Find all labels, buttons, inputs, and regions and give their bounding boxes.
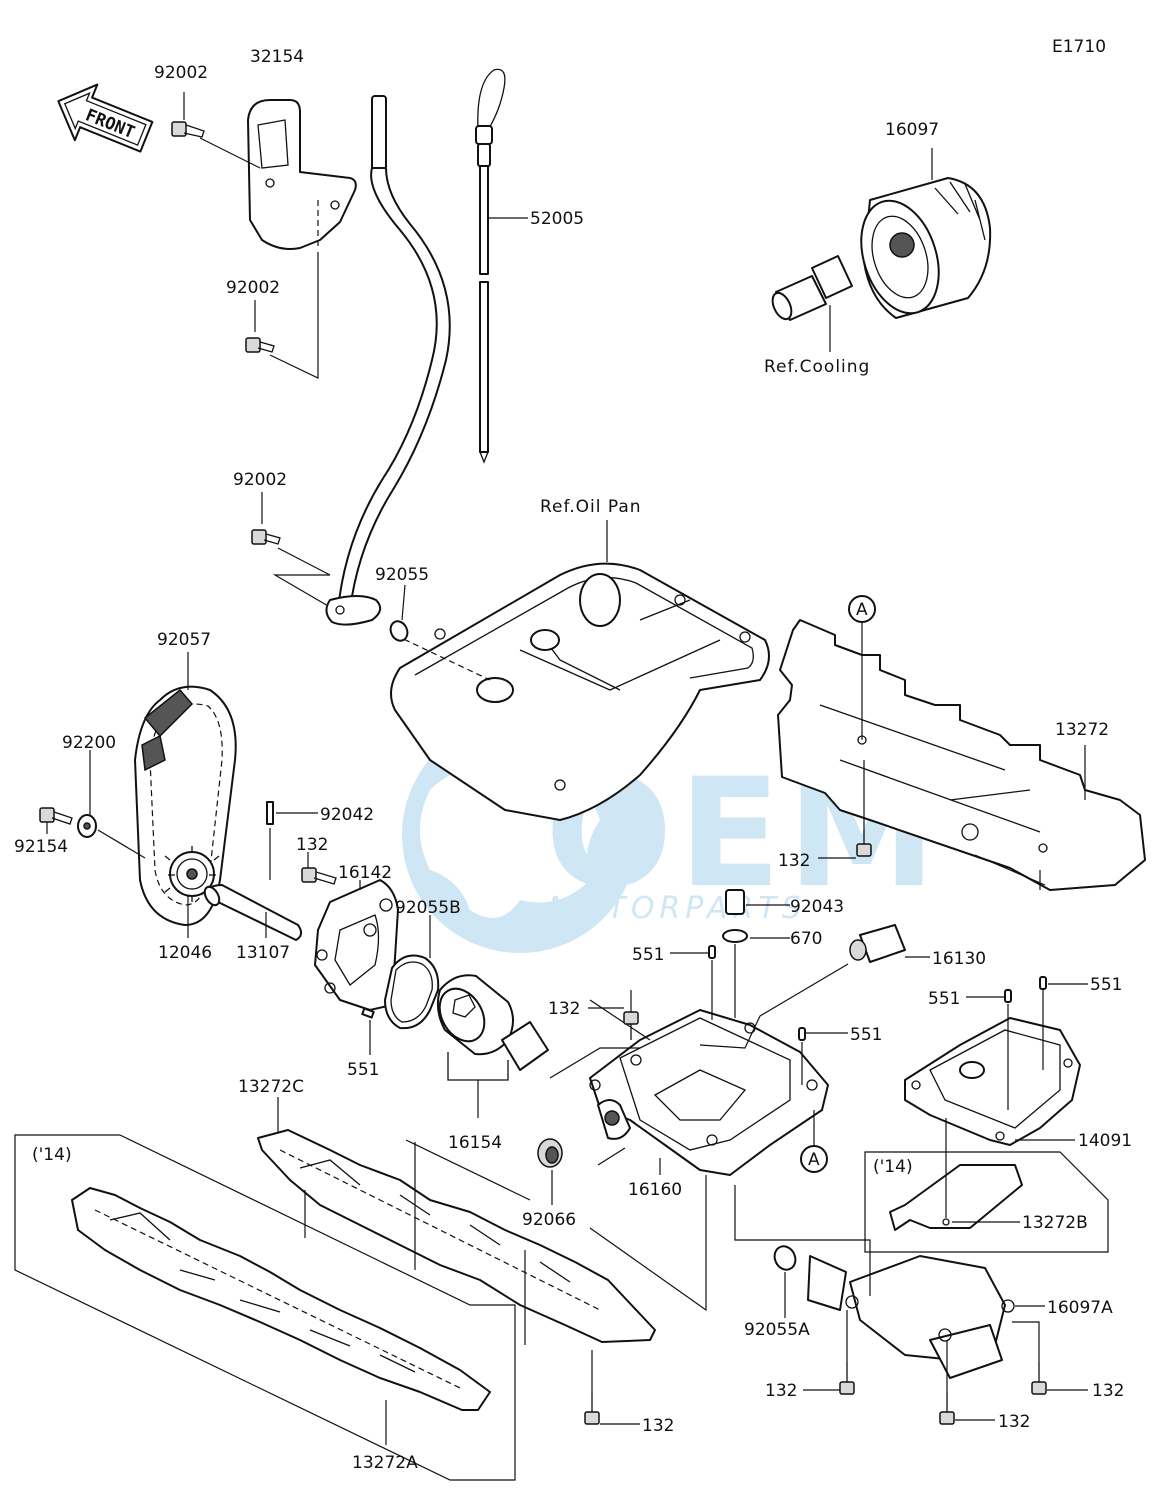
pin-551-a [361, 1007, 375, 1055]
ref-oil-pan: Ref.Oil Pan [540, 497, 642, 517]
label-551-d: 551 [1090, 975, 1122, 995]
label-16160: 16160 [628, 1180, 682, 1200]
label-551-a: 551 [347, 1060, 379, 1080]
label-92066: 92066 [522, 1210, 576, 1230]
bolt-132-b [818, 760, 872, 859]
pin-551-d [1039, 976, 1088, 1070]
bolt-92002-a [171, 92, 261, 169]
label-13272A: 13272A [352, 1453, 418, 1473]
pin-92042 [266, 801, 318, 880]
sprocket-12046 [164, 846, 220, 938]
label-92002-c: 92002 [233, 470, 287, 490]
oil-pan-reference: Ref.Oil Pan [390, 497, 770, 821]
label-92043: 92043 [790, 897, 844, 917]
o-ring-92055a [773, 1245, 797, 1318]
label-92057: 92057 [157, 630, 211, 650]
label-132-a: 132 [296, 835, 328, 855]
cover-14091 [904, 1017, 1081, 1146]
label-92200: 92200 [62, 733, 116, 753]
dowel-92043 [725, 889, 790, 915]
bolt-132-a [301, 852, 337, 885]
label-92154: 92154 [14, 837, 68, 857]
label-16142: 16142 [338, 863, 392, 883]
watermark-sub: MOTORPARTS [548, 891, 806, 926]
label-551-b: 551 [632, 945, 664, 965]
bolt-132-c [588, 990, 639, 1040]
marker-a-top-text: A [856, 600, 868, 620]
bracket-32154 [247, 99, 357, 250]
label-132-b: 132 [778, 851, 810, 871]
oil-filler-pipe [325, 95, 451, 626]
label-32154: 32154 [250, 47, 304, 67]
bolt-92154 [39, 807, 146, 859]
rotor-16154 [436, 974, 549, 1118]
part-labels: 32154 92002 92002 92002 16097 52005 9205… [14, 47, 1132, 1473]
dipstick-52005 [475, 68, 528, 464]
bolt-132-f [1012, 1321, 1088, 1395]
bolt-132-g [584, 1350, 640, 1425]
label-551-e: 551 [850, 1025, 882, 1045]
label-132-d: 132 [765, 1381, 797, 1401]
shaft-13107 [203, 884, 302, 941]
label-92055B: 92055B [395, 898, 461, 918]
label-132-f: 132 [1092, 1381, 1124, 1401]
label-52005: 52005 [530, 209, 584, 229]
pin-551-b [670, 945, 716, 1020]
label-13107: 13107 [236, 943, 290, 963]
year-tag-b: ('14) [873, 1157, 913, 1177]
year-14-box-13272a: ('14) [14, 1134, 516, 1481]
gasket-92055b [384, 915, 440, 1030]
baffle-13272c [257, 1097, 707, 1345]
switch-16130 [849, 924, 930, 963]
label-16154: 16154 [448, 1133, 502, 1153]
label-551-c: 551 [928, 989, 960, 1009]
ref-cooling: Ref.Cooling [764, 357, 870, 377]
plug-92066 [537, 1138, 563, 1205]
label-16130: 16130 [932, 949, 986, 969]
label-92055A: 92055A [744, 1320, 810, 1340]
bolt-132-d [803, 1310, 855, 1395]
label-92002-a: 92002 [154, 63, 208, 83]
diagram-code: E1710 [1052, 37, 1106, 57]
o-ring-92055 [389, 584, 409, 642]
baffle-plate-13272 [777, 619, 1146, 891]
label-14091: 14091 [1078, 1131, 1132, 1151]
label-13272C: 13272C [238, 1077, 304, 1097]
strainer-16097a [734, 1185, 1045, 1379]
label-13272B: 13272B [1022, 1213, 1088, 1233]
bolt-92002-b [245, 252, 319, 379]
label-92042: 92042 [320, 805, 374, 825]
label-16097A: 16097A [1047, 1298, 1113, 1318]
label-13272: 13272 [1055, 720, 1109, 740]
label-92055: 92055 [375, 565, 429, 585]
front-arrow-icon: FRONT [57, 83, 154, 153]
year-tag-a: ('14) [32, 1145, 72, 1165]
filter-nipple [771, 255, 853, 352]
label-92002-b: 92002 [226, 278, 280, 298]
label-670: 670 [790, 929, 822, 949]
pump-housing-16160 [549, 963, 849, 1176]
label-16097: 16097 [885, 120, 939, 140]
oil-filter-16097 [860, 148, 992, 319]
marker-a-top: A [848, 595, 876, 740]
pin-551-c [966, 989, 1012, 1110]
oil-pump-body-16142 [314, 879, 399, 1011]
washer-92200 [77, 750, 97, 838]
marker-a-bottom-text: A [808, 1150, 820, 1170]
o-ring-670 [722, 929, 790, 1018]
label-132-e: 132 [998, 1412, 1030, 1432]
bolt-92002-c [251, 492, 336, 611]
label-12046: 12046 [158, 943, 212, 963]
label-132-g: 132 [642, 1416, 674, 1436]
year-14-box-13272b: ('14) [864, 1118, 1109, 1253]
marker-a-bottom: A [800, 1110, 828, 1173]
bolt-132-e [939, 1340, 995, 1425]
label-132-c: 132 [548, 999, 580, 1019]
pin-551-e [798, 1027, 848, 1085]
